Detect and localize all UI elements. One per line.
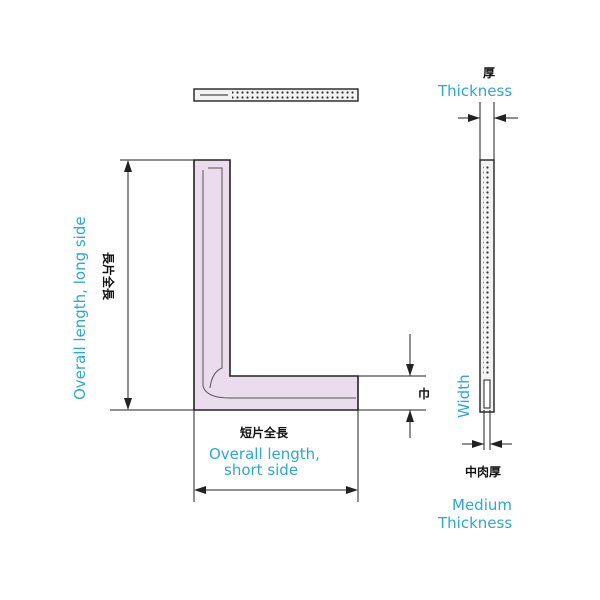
long-side-label-jp: 長片全長 <box>101 252 116 301</box>
l-square-body <box>193 159 359 411</box>
medium-thickness-label-jp: 中肉厚 <box>465 464 501 479</box>
thickness-dimension <box>458 102 518 160</box>
short-side-label-jp: 短片全長 <box>240 425 289 440</box>
width-label-jp: 巾 <box>418 386 430 401</box>
short-side-label-en-line1: Overall length, <box>209 445 320 463</box>
thickness-label-jp: 厚 <box>483 66 495 80</box>
medium-thickness-label-en-line1: Medium <box>452 496 512 514</box>
width-dimension <box>358 334 426 438</box>
long-side-dimension <box>110 159 194 411</box>
width-label-en: Width <box>455 374 473 418</box>
short-side-label-en-line2: short side <box>224 461 298 479</box>
medium-thickness-dimension <box>462 410 512 450</box>
medium-thickness-label-en-line2: Thickness <box>437 514 512 532</box>
top-view-bar <box>193 88 359 102</box>
short-side-dimension <box>193 410 359 502</box>
side-view-bar <box>479 159 495 413</box>
thickness-label-en: Thickness <box>437 82 512 100</box>
long-side-label-en: Overall length, long side <box>71 216 89 400</box>
